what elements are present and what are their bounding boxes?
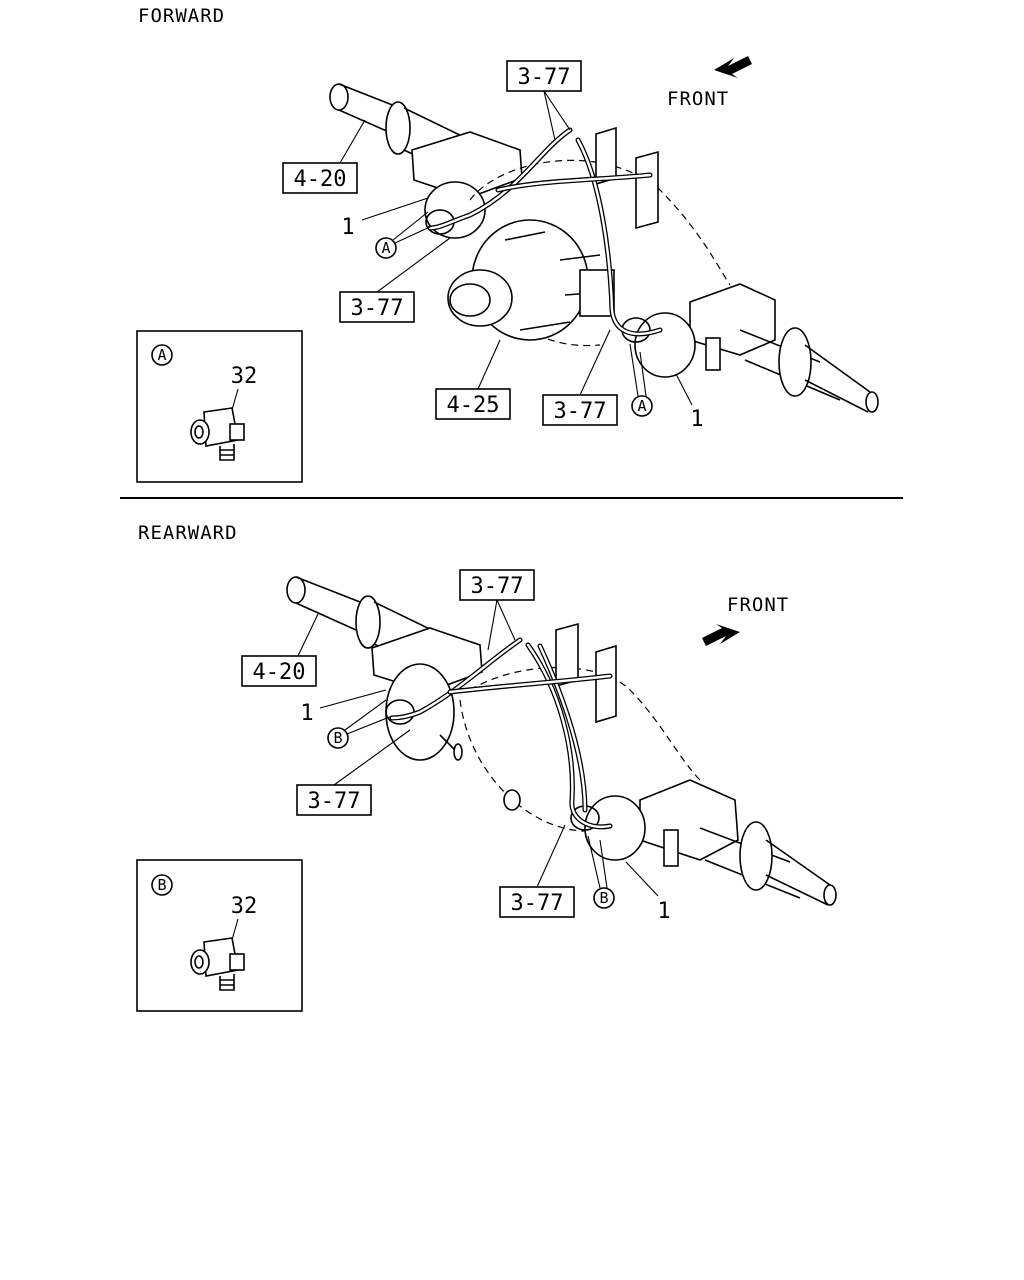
rearward-callout-part1-right: 1 <box>625 861 671 924</box>
forward-detail-letter: A <box>157 346 166 364</box>
forward-callout-detail-right: A <box>629 343 653 417</box>
svg-text:3-77: 3-77 <box>471 574 524 599</box>
svg-text:B: B <box>599 889 608 907</box>
elbow-fitting-icon <box>190 937 245 991</box>
svg-text:3-77: 3-77 <box>351 296 404 321</box>
svg-text:4-20: 4-20 <box>294 167 347 192</box>
forward-callout-detail-left: A <box>375 211 433 259</box>
svg-text:1: 1 <box>657 899 670 924</box>
rearward-front-arrow-icon <box>702 624 740 646</box>
svg-text:1: 1 <box>690 407 703 432</box>
forward-detail-part-number: 32 <box>231 364 258 389</box>
forward-callout-differential: 4-25 <box>435 339 511 420</box>
rearward-callout-hose-top: 3-77 <box>459 569 535 651</box>
forward-section: FORWARD FRONT <box>136 5 879 483</box>
forward-detail-box: A 32 <box>136 330 303 483</box>
forward-callout-hose-left: 3-77 <box>339 237 451 323</box>
forward-callout-part1-left: 1 <box>341 197 429 240</box>
svg-text:1: 1 <box>341 215 354 240</box>
forward-callout-hose-top: 3-77 <box>506 60 582 141</box>
forward-title: FORWARD <box>138 5 225 27</box>
rearward-title: REARWARD <box>138 522 238 544</box>
forward-callout-hose-bottom: 3-77 <box>542 329 618 426</box>
rearward-detail-part-number: 32 <box>231 894 258 919</box>
svg-text:A: A <box>637 397 646 415</box>
svg-text:4-25: 4-25 <box>447 393 500 418</box>
rearward-callout-detail-right: B <box>587 835 615 909</box>
forward-front-arrow-icon <box>714 56 752 78</box>
forward-callout-part1-right: 1 <box>675 373 704 432</box>
rearward-section: REARWARD FRONT <box>136 522 837 1012</box>
rearward-callout-part1-left: 1 <box>300 689 387 726</box>
rearward-callout-hose-bottom: 3-77 <box>499 824 575 918</box>
rearward-callout-axle-housing: 4-20 <box>241 613 319 687</box>
svg-text:A: A <box>381 239 390 257</box>
rearward-front-label: FRONT <box>727 594 789 616</box>
svg-text:3-77: 3-77 <box>554 399 607 424</box>
svg-text:4-20: 4-20 <box>253 660 306 685</box>
svg-text:B: B <box>333 729 342 747</box>
forward-axle-assembly <box>329 83 879 413</box>
elbow-fitting-icon <box>190 407 245 461</box>
rearward-detail-box: B 32 <box>136 859 303 1012</box>
svg-text:3-77: 3-77 <box>518 65 571 90</box>
rearward-detail-letter: B <box>157 876 166 894</box>
svg-text:1: 1 <box>300 701 313 726</box>
forward-front-label: FRONT <box>667 88 729 110</box>
svg-text:3-77: 3-77 <box>308 789 361 814</box>
rearward-axle-assembly <box>286 576 837 906</box>
forward-callout-axle-housing: 4-20 <box>282 119 366 194</box>
svg-text:3-77: 3-77 <box>511 891 564 916</box>
rearward-callout-hose-left: 3-77 <box>296 729 411 816</box>
rearward-callout-detail-left: B <box>327 699 393 749</box>
